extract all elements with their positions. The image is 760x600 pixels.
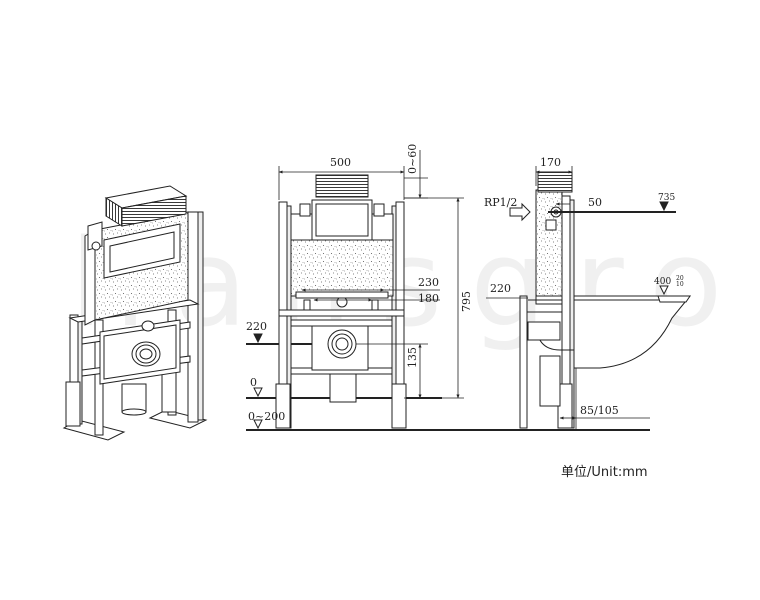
dim-795: 795 bbox=[460, 291, 473, 312]
dim-0-60: 0~60 bbox=[406, 144, 419, 174]
dim-50: 50 bbox=[588, 196, 602, 209]
level-220-side: 220 bbox=[490, 282, 511, 295]
level-735: 735 bbox=[658, 193, 675, 203]
unit-label: 单位/Unit:mm bbox=[561, 465, 648, 480]
level-220-front: 220 bbox=[246, 320, 267, 333]
dim-180: 180 bbox=[418, 292, 439, 305]
dim-500: 500 bbox=[330, 156, 351, 169]
tol-minus-10: 10 bbox=[676, 281, 684, 288]
front-dimensions bbox=[278, 150, 464, 399]
dim-135: 135 bbox=[406, 347, 419, 368]
dim-170: 170 bbox=[540, 156, 561, 169]
dim-85-105: 85/105 bbox=[580, 404, 619, 417]
dim-230: 230 bbox=[418, 276, 439, 289]
front-view bbox=[246, 174, 650, 431]
level-0-200-front: 0~200 bbox=[248, 410, 285, 423]
isometric-view bbox=[62, 185, 208, 441]
level-0-front: 0 bbox=[250, 376, 257, 389]
water-inlet-label: RP1/2 bbox=[484, 196, 517, 209]
level-400: 400 bbox=[654, 277, 671, 287]
side-view bbox=[509, 171, 692, 429]
side-dimensions bbox=[486, 166, 676, 430]
side-labels: 170 RP1/2 50 735 220 400 20 10 85/105 bbox=[484, 156, 684, 417]
level-markers-front bbox=[253, 333, 263, 430]
level-markers-side bbox=[659, 201, 669, 296]
front-labels: 500 0~60 795 230 180 135 220 0 0~200 bbox=[246, 144, 473, 423]
tol-plus-20: 20 bbox=[676, 275, 684, 282]
